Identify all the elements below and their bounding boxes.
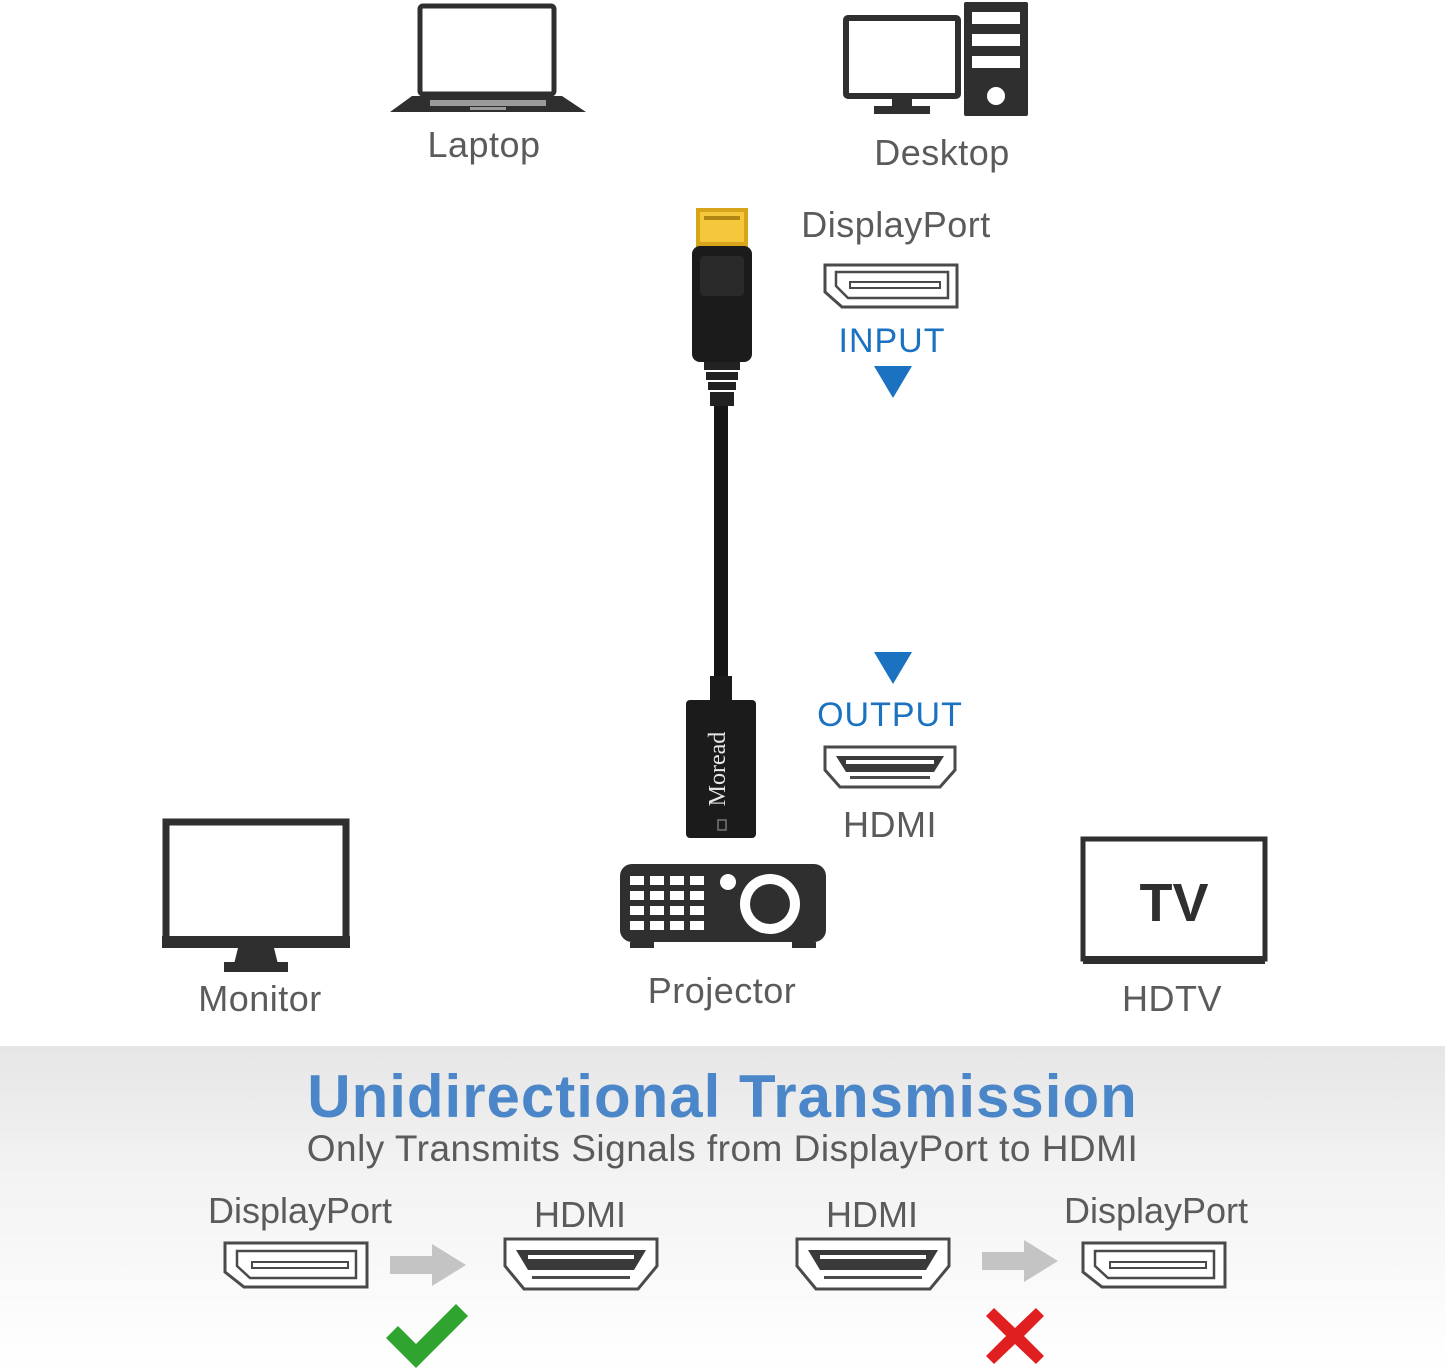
- valid-to-hdmi-icon: [503, 1237, 659, 1291]
- transmission-subtitle: Only Transmits Signals from DisplayPort …: [306, 1128, 1139, 1169]
- laptop-label: Laptop: [427, 124, 541, 165]
- hdmi-icon: [823, 745, 957, 789]
- transmission-title: Unidirectional Transmission: [307, 1063, 1138, 1130]
- invalid-to-displayport-icon: [1081, 1241, 1227, 1289]
- transmission-panel: [0, 1046, 1445, 1372]
- check-icon: [386, 1304, 468, 1368]
- input-arrow-down-icon: [874, 366, 912, 398]
- tv-icon: [1080, 836, 1268, 964]
- valid-from-label: DisplayPort: [207, 1190, 393, 1231]
- monitor-icon: [162, 818, 350, 972]
- displayport-icon: [823, 263, 959, 309]
- adapter-cable-image: [686, 208, 756, 838]
- valid-to-label: HDMI: [534, 1194, 626, 1235]
- projector-label: Projector: [647, 970, 797, 1011]
- output-label: OUTPUT: [817, 696, 963, 734]
- projector-icon: [620, 864, 826, 948]
- adapter-brand-label: Moread: [705, 731, 731, 807]
- desktop-label: Desktop: [874, 132, 1010, 173]
- output-port-label: HDMI: [843, 804, 937, 845]
- desktop-icon: [843, 2, 1028, 116]
- hdtv-label: HDTV: [1122, 978, 1222, 1019]
- output-arrow-down-icon: [874, 652, 912, 684]
- cross-icon: [986, 1308, 1044, 1364]
- invalid-from-label: HDMI: [826, 1194, 918, 1235]
- laptop-icon: [390, 3, 586, 112]
- input-port-label: DisplayPort: [801, 204, 991, 245]
- invalid-to-label: DisplayPort: [1063, 1190, 1249, 1231]
- valid-arrow-right-icon: [390, 1244, 466, 1286]
- monitor-label: Monitor: [198, 978, 322, 1019]
- tv-screen-text: TV: [1139, 873, 1209, 933]
- invalid-arrow-right-icon: [982, 1240, 1058, 1282]
- valid-from-displayport-icon: [223, 1241, 369, 1289]
- input-label: INPUT: [838, 322, 946, 360]
- invalid-from-hdmi-icon: [795, 1237, 951, 1291]
